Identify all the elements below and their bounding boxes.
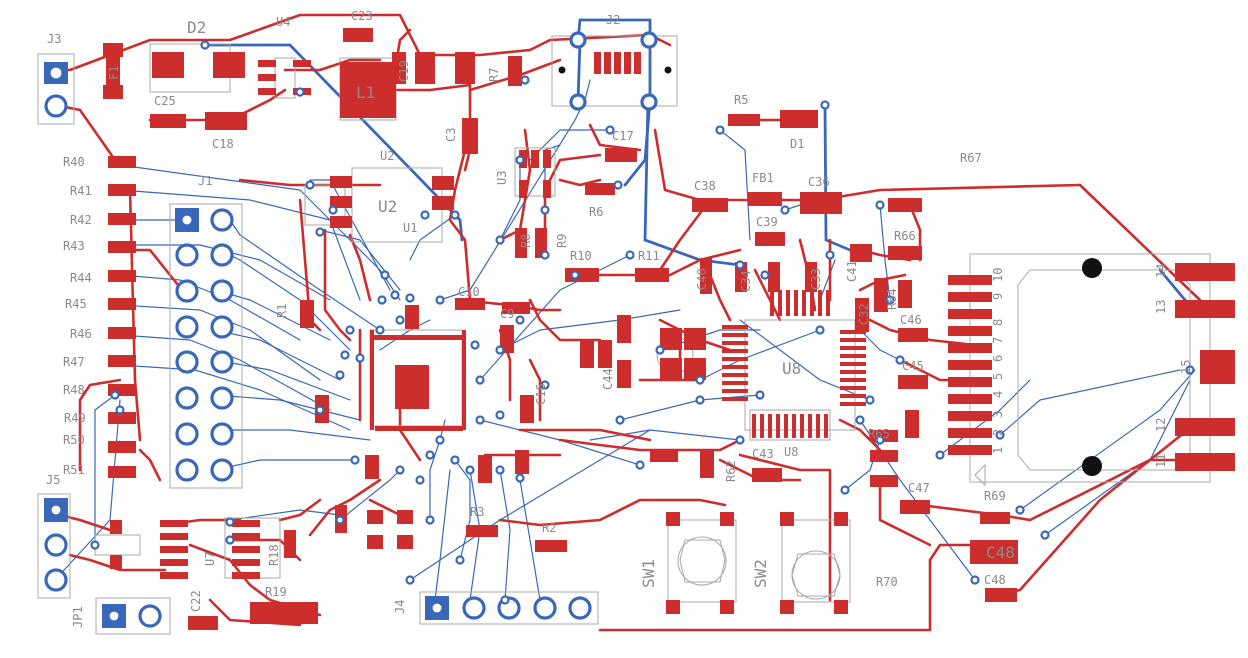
label-c40: C40 xyxy=(695,268,709,290)
label-c18: C18 xyxy=(212,137,234,151)
label-c3: C3 xyxy=(444,128,458,142)
label-r10: R10 xyxy=(570,249,592,263)
label-c9: C9 xyxy=(500,307,514,321)
label-r42: R42 xyxy=(70,213,92,227)
label-r47: R47 xyxy=(63,355,85,369)
label-c48-body: C48 xyxy=(986,543,1015,562)
label-c45: C45 xyxy=(902,359,924,373)
label-r43: R43 xyxy=(63,239,85,253)
label-f1: F1 xyxy=(107,66,121,80)
label-r8: R8 xyxy=(519,234,533,248)
label-r6: R6 xyxy=(589,205,603,219)
label-r48: R48 xyxy=(63,383,85,397)
label-j3: J3 xyxy=(47,32,61,46)
label-fb1: FB1 xyxy=(752,171,774,185)
pin-15: 15 xyxy=(1179,360,1193,374)
label-j2: J2 xyxy=(606,13,620,27)
label-u8-body: U8 xyxy=(782,359,801,378)
pin-2: 2 xyxy=(991,429,1005,436)
label-c16: C16 xyxy=(534,383,548,405)
label-c33: C33 xyxy=(809,268,823,290)
label-d2: D2 xyxy=(187,18,206,37)
label-u7: U7 xyxy=(203,552,217,566)
label-r50: R50 xyxy=(63,433,85,447)
label-r40: R40 xyxy=(63,155,85,169)
label-c25: C25 xyxy=(154,94,176,108)
label-j4: J4 xyxy=(393,600,407,614)
label-u1: U1 xyxy=(403,221,417,235)
label-c22: C22 xyxy=(189,590,203,612)
label-r11: R11 xyxy=(638,249,660,263)
label-c10: C10 xyxy=(458,285,480,299)
label-l1: L1 xyxy=(356,83,375,102)
pin-13: 13 xyxy=(1154,300,1168,314)
label-c47: C47 xyxy=(908,481,930,495)
label-c44: C44 xyxy=(601,368,615,390)
label-jp1: JP1 xyxy=(71,606,85,628)
label-j5: J5 xyxy=(46,473,60,487)
label-r9: R9 xyxy=(555,234,569,248)
label-u4: U4 xyxy=(276,15,290,29)
label-u8: U8 xyxy=(784,445,798,459)
label-c38: C38 xyxy=(694,179,716,193)
label-u3: U3 xyxy=(495,171,509,185)
label-r18: R18 xyxy=(267,544,281,566)
label-r19: R19 xyxy=(265,585,287,599)
label-c32: C32 xyxy=(857,303,871,325)
pin-5: 5 xyxy=(991,373,1005,380)
label-c36: C36 xyxy=(808,175,830,189)
label-r70: R70 xyxy=(876,575,898,589)
label-sw1: SW1 xyxy=(639,559,658,588)
pin-1: 1 xyxy=(991,447,1005,454)
label-r66: R66 xyxy=(894,229,916,243)
label-r51: R51 xyxy=(63,463,85,477)
label-c34: C34 xyxy=(739,270,753,292)
pin-11: 11 xyxy=(1154,454,1168,468)
label-r7: R7 xyxy=(487,68,501,82)
label-r3: R3 xyxy=(470,505,484,519)
label-c23: C23 xyxy=(351,9,373,23)
label-r62: R62 xyxy=(724,460,738,482)
label-sw2: SW2 xyxy=(751,559,770,588)
pin-4: 4 xyxy=(991,391,1005,398)
pin-14: 14 xyxy=(1154,264,1168,278)
label-u2-body: U2 xyxy=(378,197,397,216)
pin-7: 7 xyxy=(991,337,1005,344)
label-c39: C39 xyxy=(756,215,778,229)
label-r2: R2 xyxy=(542,521,556,535)
pin-10: 10 xyxy=(991,268,1005,282)
through-hole-pads xyxy=(44,31,1195,628)
label-r69: R69 xyxy=(984,489,1006,503)
label-r45: R45 xyxy=(65,297,87,311)
label-c19: C19 xyxy=(397,60,411,82)
label-j1: J1 xyxy=(198,174,212,188)
label-c46: C46 xyxy=(900,313,922,327)
label-r64: R64 xyxy=(885,288,899,310)
label-r5: R5 xyxy=(734,93,748,107)
label-r44: R44 xyxy=(70,271,92,285)
label-r65: R65 xyxy=(868,427,890,441)
pin-12: 12 xyxy=(1154,418,1168,432)
top-pads xyxy=(103,28,1235,630)
label-c43: C43 xyxy=(752,447,774,461)
label-r46: R46 xyxy=(70,327,92,341)
label-c17: C17 xyxy=(612,129,634,143)
pin-8: 8 xyxy=(991,319,1005,326)
label-r67: R67 xyxy=(960,151,982,165)
label-r41: R41 xyxy=(70,184,92,198)
silkscreen-layer xyxy=(37,35,1211,635)
pin-6: 6 xyxy=(991,355,1005,362)
label-c48: C48 xyxy=(984,573,1006,587)
bottom-copper-layer xyxy=(54,18,1202,601)
label-u2: U2 xyxy=(380,149,394,163)
pin-9: 9 xyxy=(991,293,1005,300)
label-d1: D1 xyxy=(790,137,804,151)
label-r1: R1 xyxy=(275,304,289,318)
pin-3: 3 xyxy=(991,411,1005,418)
label-c41: C41 xyxy=(845,260,859,282)
label-r49: R49 xyxy=(64,411,86,425)
component-labels: J3 D2 U4 C23 L1 J2 C25 C18 U2 U2 R6 C17 … xyxy=(46,9,1193,628)
